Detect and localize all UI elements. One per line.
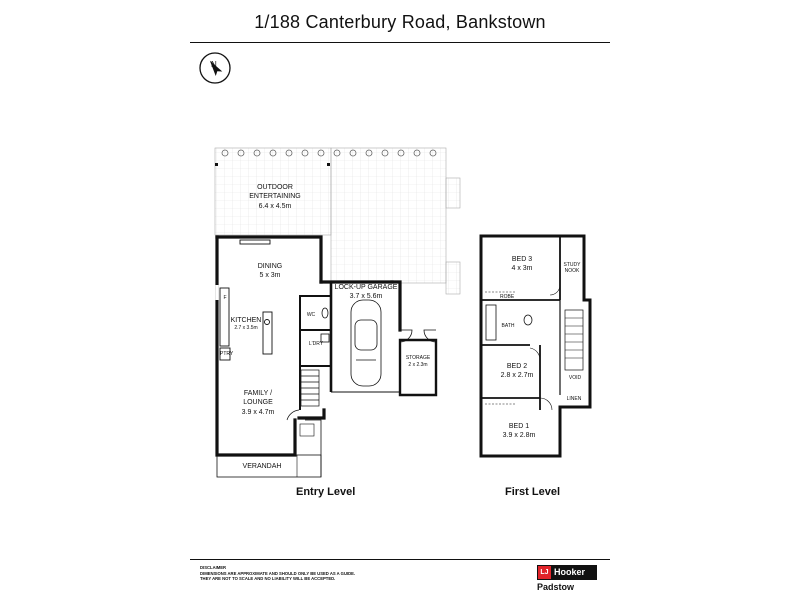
bed3-dim: 4 x 3m (511, 265, 533, 272)
robe-label: ROBE (500, 294, 515, 300)
storage-dim: 2 x 2.3m (408, 362, 428, 368)
family-dim: 3.9 x 4.7m (241, 409, 275, 416)
disclaimer-line-1: DIMENSIONS ARE APPROXIMATE AND SHOULD ON… (200, 570, 356, 576)
agency-logo: LJ Hooker (537, 565, 597, 580)
title-rule (190, 42, 610, 43)
first-level-label: First Level (505, 486, 561, 498)
kitchen-label: KITCHEN (230, 317, 262, 324)
fridge-label: F (223, 295, 227, 301)
bed3-label: BED 3 (511, 256, 533, 263)
outdoor-label: OUTDOOR ENTERTAINING (249, 184, 301, 200)
kitchen-dim: 2.7 x 3.5m (234, 325, 258, 331)
driveway-paving (330, 147, 447, 284)
pantry-label: PTRY (220, 351, 234, 357)
bath-label: BATH (501, 323, 515, 329)
family-label: FAMILY / LOUNGE (243, 390, 273, 406)
outdoor-paving (214, 147, 332, 236)
entry-level-label: Entry Level (296, 486, 356, 498)
bed1-dim: 3.9 x 2.8m (502, 432, 536, 439)
study-nook-label: STUDY NOOK (563, 262, 581, 274)
logo-name: Hooker (554, 567, 586, 577)
entry-level-plan (214, 147, 461, 478)
disclaimer-heading: DISCLAIMER (200, 565, 227, 570)
first-level-plan (479, 234, 592, 458)
disclaimer: DISCLAIMER DIMENSIONS ARE APPROXIMATE AN… (200, 565, 355, 582)
disclaimer-line-2: THEY ARE NOT TO SCALE AND NO LIABILITY W… (200, 576, 336, 581)
agency-office: Padstow (537, 582, 575, 592)
outdoor-dim: 6.4 x 4.5m (258, 203, 292, 210)
garden-shrubs (221, 149, 437, 157)
laundry-label: L'DRY (308, 341, 324, 347)
bed2-dim: 2.8 x 2.7m (500, 372, 534, 379)
wc-label: WC (306, 312, 316, 318)
linen-label: LINEN (566, 396, 582, 402)
plan-title: 1/188 Canterbury Road, Bankstown (254, 12, 546, 32)
garage-dim: 3.7 x 5.6m (349, 293, 383, 300)
dining-dim: 5 x 3m (259, 272, 281, 279)
north-arrow-icon: N (199, 52, 231, 84)
footer-rule (190, 559, 610, 560)
storage-label: STORAGE (405, 355, 431, 361)
bed1-label: BED 1 (508, 423, 530, 430)
compass-letter: N (211, 60, 217, 69)
bed2-label: BED 2 (506, 363, 528, 370)
garage-label: LOCK-UP GARAGE (334, 284, 398, 291)
verandah-label: VERANDAH (242, 463, 282, 470)
car-icon (350, 299, 382, 387)
dining-label: DINING (257, 263, 283, 270)
void-label: VOID (568, 375, 582, 381)
logo-mark: LJ (538, 566, 551, 579)
